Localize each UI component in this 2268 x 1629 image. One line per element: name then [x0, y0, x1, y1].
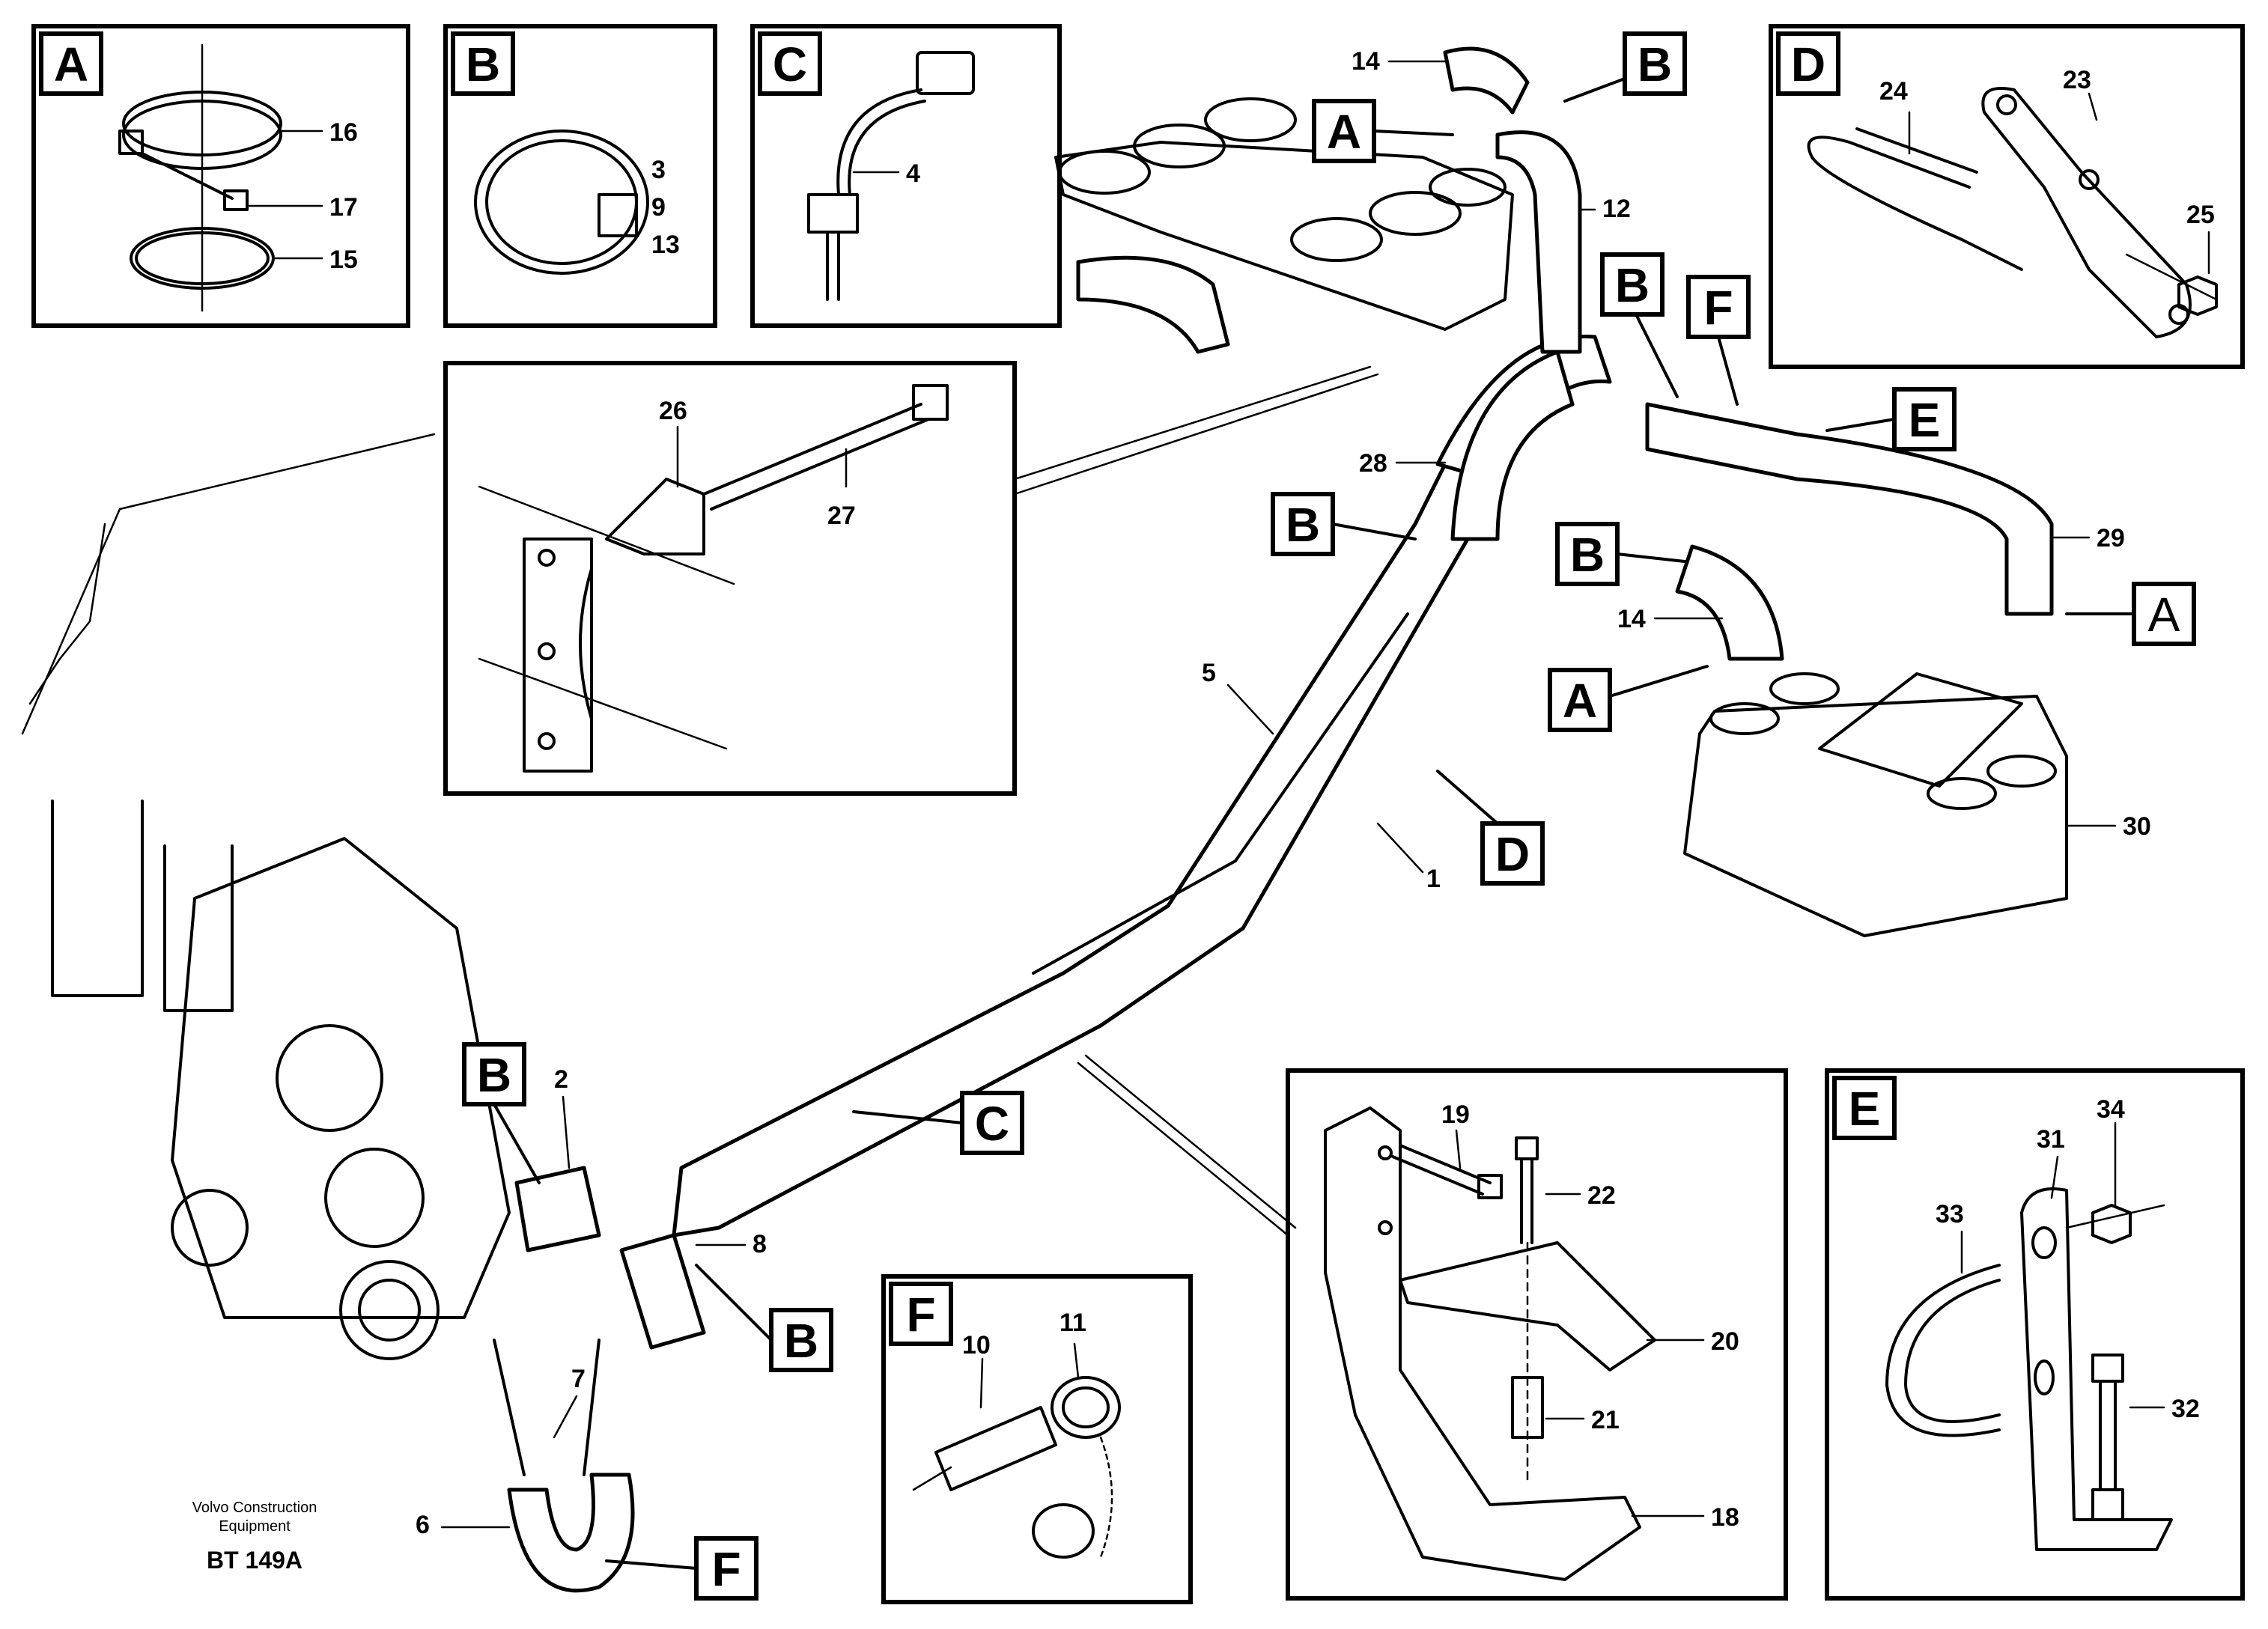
- svg-text:9: 9: [651, 193, 666, 222]
- svg-text:31: 31: [2037, 1125, 2065, 1154]
- svg-text:F: F: [711, 1542, 741, 1596]
- svg-text:B: B: [477, 1048, 511, 1102]
- main-callouts: B A B F E B B A A D: [462, 31, 2196, 1601]
- detail-panel-e: E 33 31 34 32: [1825, 1068, 2245, 1601]
- svg-text:A: A: [1563, 674, 1597, 728]
- pipes: [493, 46, 2068, 1593]
- svg-text:13: 13: [651, 231, 680, 259]
- svg-text:11: 11: [1059, 1309, 1086, 1337]
- hydraulic-tank: [1054, 97, 1514, 354]
- svg-text:7: 7: [571, 1365, 586, 1393]
- svg-text:15: 15: [329, 246, 358, 274]
- svg-text:22: 22: [1587, 1181, 1616, 1210]
- svg-text:18: 18: [1711, 1503, 1739, 1532]
- svg-text:27: 27: [827, 502, 856, 530]
- svg-text:F: F: [906, 1288, 935, 1342]
- svg-text:B: B: [1286, 498, 1320, 552]
- detail-panel-support-bracket: 19 22 20 21 18: [1286, 1068, 1788, 1601]
- detail-panel-bracket-bolt: 26 27: [443, 361, 1017, 796]
- svg-text:C: C: [975, 1097, 1009, 1151]
- svg-text:32: 32: [2171, 1395, 2200, 1423]
- svg-text:28: 28: [1359, 449, 1387, 478]
- svg-text:21: 21: [1591, 1406, 1620, 1434]
- drawing-code: BT 149A: [207, 1547, 302, 1574]
- svg-text:A: A: [1327, 105, 1361, 159]
- brand-line-1: Volvo Construction: [192, 1499, 317, 1516]
- svg-text:24: 24: [1879, 77, 1908, 106]
- detail-panel-a: A 16 17 15: [31, 24, 410, 328]
- detail-panel-d: D 24 23 25: [1769, 24, 2245, 369]
- svg-text:33: 33: [1936, 1200, 1964, 1228]
- svg-text:B: B: [784, 1314, 818, 1368]
- svg-text:20: 20: [1711, 1327, 1739, 1356]
- svg-text:14: 14: [1617, 605, 1646, 633]
- svg-text:2: 2: [554, 1065, 568, 1094]
- main-part-numbers: 14 12 28 29 14 5 30 1 2 8 7 6: [416, 47, 2151, 1539]
- svg-text:C: C: [773, 37, 807, 91]
- svg-text:3: 3: [651, 156, 666, 184]
- svg-text:16: 16: [329, 118, 358, 147]
- svg-text:5: 5: [1202, 659, 1216, 687]
- svg-text:B: B: [1615, 258, 1650, 312]
- svg-text:B: B: [466, 37, 500, 91]
- svg-text:E: E: [1909, 393, 1941, 447]
- svg-text:B: B: [1638, 37, 1672, 91]
- detail-panel-c: C 4: [750, 24, 1062, 328]
- svg-text:A: A: [54, 37, 88, 91]
- svg-text:8: 8: [753, 1230, 767, 1258]
- svg-text:30: 30: [2123, 812, 2151, 841]
- svg-text:34: 34: [2097, 1095, 2125, 1124]
- svg-text:6: 6: [416, 1511, 430, 1539]
- engine-outline: [21, 433, 511, 1360]
- svg-text:25: 25: [2186, 201, 2215, 229]
- svg-text:19: 19: [1441, 1100, 1470, 1129]
- svg-text:29: 29: [2097, 524, 2125, 552]
- svg-text:10: 10: [962, 1331, 991, 1359]
- detail-panel-b: B 3 9 13: [443, 24, 717, 328]
- svg-text:12: 12: [1602, 195, 1631, 223]
- svg-text:14: 14: [1352, 47, 1380, 76]
- svg-text:D: D: [1791, 37, 1825, 91]
- svg-text:4: 4: [906, 159, 920, 188]
- svg-text:B: B: [1570, 528, 1605, 582]
- svg-text:F: F: [1703, 281, 1733, 335]
- brand-line-2: Equipment: [219, 1518, 291, 1535]
- svg-text:23: 23: [2063, 66, 2091, 94]
- svg-text:A: A: [2148, 588, 2180, 642]
- svg-text:E: E: [1849, 1082, 1881, 1136]
- svg-text:26: 26: [659, 397, 687, 425]
- footer-credit: Volvo Construction Equipment BT 149A: [192, 1499, 317, 1574]
- svg-text:D: D: [1495, 827, 1530, 881]
- svg-text:1: 1: [1426, 865, 1441, 893]
- detail-panel-f: F 10 11: [881, 1274, 1193, 1604]
- svg-text:17: 17: [329, 193, 358, 222]
